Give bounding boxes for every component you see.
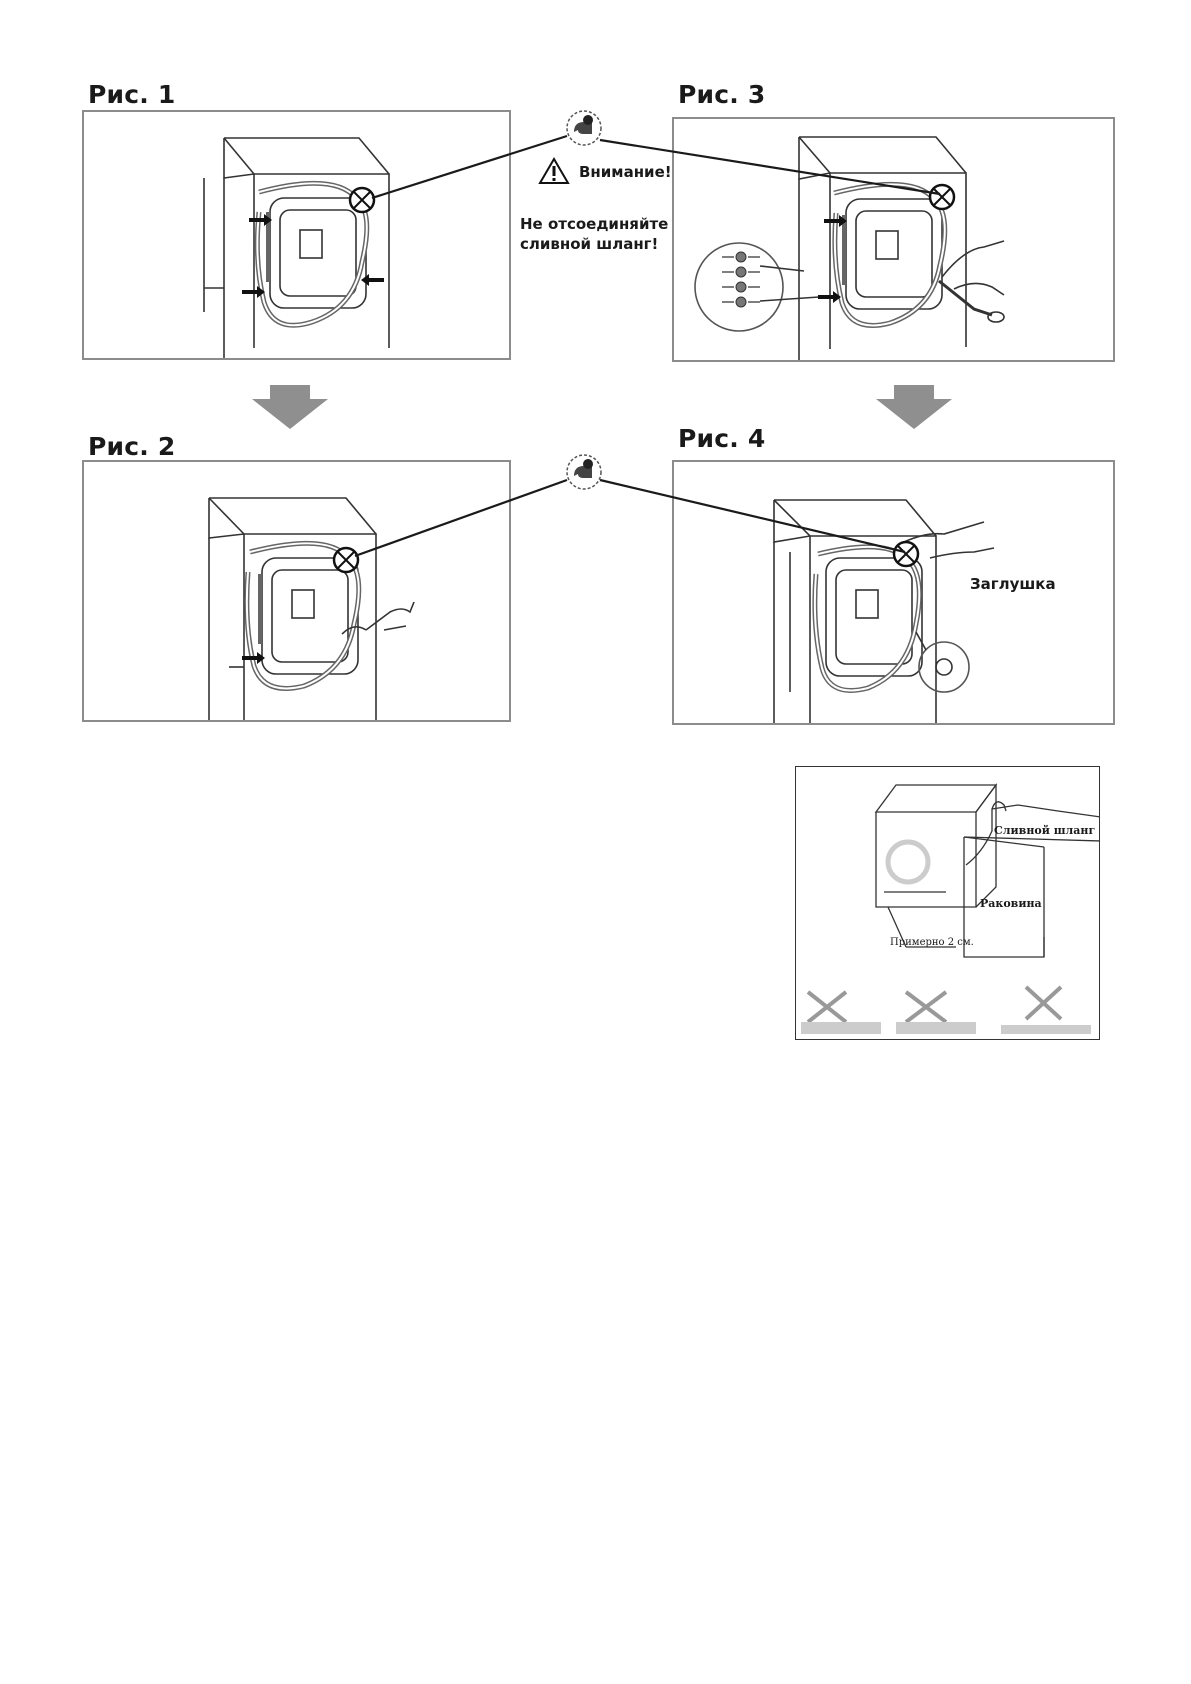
hose-clip-icon [564, 452, 604, 492]
warning-title: Внимание! [579, 162, 672, 182]
warning-triangle-icon [538, 157, 570, 185]
sink-illustration [796, 767, 1100, 1040]
sink-label: Раковина [980, 897, 1042, 910]
washer-back-illustration-3 [674, 119, 1115, 362]
figure-3-panel [672, 117, 1115, 362]
hose-label: Сливной шланг [994, 824, 1095, 837]
figure-2-panel [82, 460, 511, 722]
figure-1-label: Рис. 1 [88, 80, 175, 109]
warning-text-line2: сливной шланг! [520, 234, 658, 254]
distance-label: Примерно 2 см. [890, 937, 974, 948]
sink-drain-diagram: Сливной шланг Раковина Примерно 2 см. [795, 766, 1100, 1040]
warning-text-line1: Не отсоединяйте [520, 214, 668, 234]
plug-label: Заглушка [970, 574, 1056, 594]
down-arrow-icon [876, 385, 952, 429]
figure-2-label: Рис. 2 [88, 432, 175, 461]
washer-back-illustration [84, 112, 511, 360]
hose-clip-icon [564, 108, 604, 148]
figure-1-panel [82, 110, 511, 360]
down-arrow-icon [252, 385, 328, 429]
figure-4-label: Рис. 4 [678, 424, 765, 453]
figure-3-label: Рис. 3 [678, 80, 765, 109]
figure-4-panel: Заглушка [672, 460, 1115, 725]
washer-back-illustration-2 [84, 462, 511, 722]
